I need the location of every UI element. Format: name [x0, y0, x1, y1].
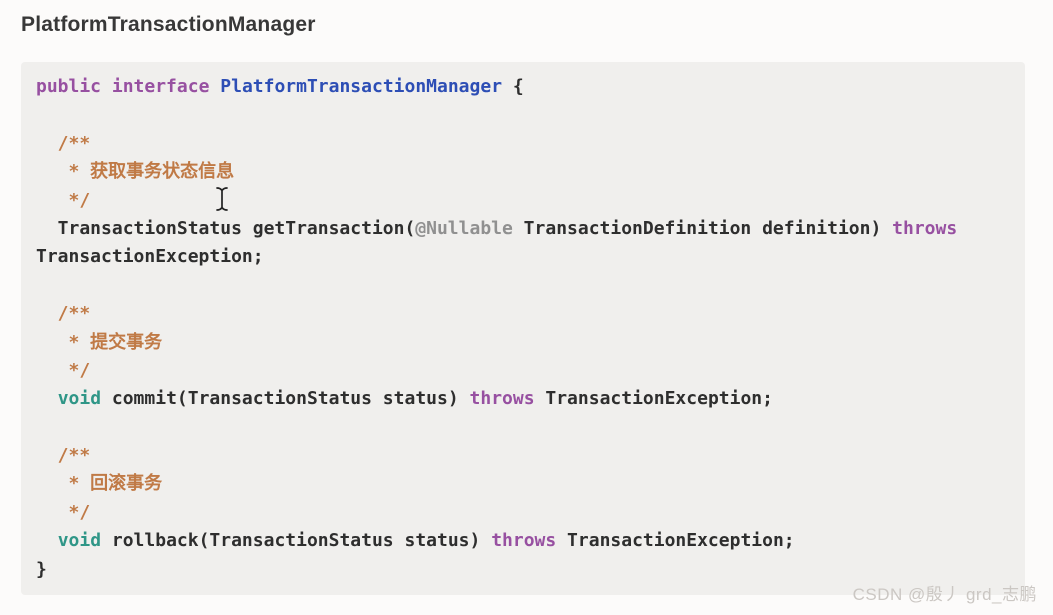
code-line: /** [36, 130, 1010, 158]
code-token-plain [209, 76, 220, 97]
code-line [36, 272, 1010, 300]
code-token-plain: rollback(TransactionStatus status) [101, 530, 492, 552]
code-token-plain: { [502, 76, 524, 97]
code-token-comment: * 回滚事务 [36, 473, 163, 495]
code-token-keyword: interface [111, 76, 210, 97]
code-token-plain: TransactionException; [36, 246, 264, 268]
code-token-plain: TransactionStatus getTransaction( [36, 217, 416, 239]
code-line: TransactionException; [36, 243, 1010, 271]
code-line [36, 101, 1010, 129]
code-line: * 回滚事务 [36, 470, 1010, 498]
code-line: void commit(TransactionStatus status) th… [36, 385, 1010, 413]
code-token-plain [101, 76, 112, 97]
code-token-keyword: throws [892, 217, 958, 239]
code-token-annotation: @Nullable [415, 217, 513, 239]
code-line: /** [36, 442, 1010, 470]
code-token-comment: * 提交事务 [36, 331, 163, 353]
code-line: */ [36, 499, 1010, 527]
code-token-keyword: public [36, 76, 102, 97]
code-token-comment: /** [36, 303, 91, 325]
code-line: public interface PlatformTransactionMana… [36, 73, 1010, 101]
code-token-comment: */ [36, 501, 91, 523]
code-token-plain: TransactionDefinition definition) [512, 217, 893, 239]
code-token-builtin: void [57, 388, 102, 410]
code-block[interactable]: public interface PlatformTransactionMana… [21, 62, 1025, 595]
code-token-comment: */ [36, 359, 91, 381]
code-token-plain: commit(TransactionStatus status) [101, 388, 470, 410]
code-token-plain: TransactionException; [556, 530, 795, 552]
code-token-keyword: throws [469, 388, 535, 410]
code-line: */ [36, 357, 1010, 385]
code-token-class_name: PlatformTransactionManager [220, 76, 503, 97]
code-token-keyword: throws [491, 530, 557, 552]
code-token-plain: TransactionException; [534, 388, 773, 410]
code-line: */ [36, 187, 1010, 215]
code-token-builtin: void [57, 530, 102, 552]
code-line: void rollback(TransactionStatus status) … [36, 527, 1010, 555]
code-line: * 获取事务状态信息 [36, 158, 1010, 186]
code-token-plain: } [36, 558, 47, 580]
code-token-plain [36, 530, 58, 551]
code-line: TransactionStatus getTransaction(@Nullab… [36, 215, 1010, 243]
code-line: /** [36, 300, 1010, 328]
code-line: * 提交事务 [36, 329, 1010, 357]
code-token-comment: */ [36, 189, 91, 211]
code-line: } [36, 556, 1010, 584]
code-token-plain [36, 388, 58, 409]
code-token-comment: /** [36, 445, 91, 467]
code-token-comment: /** [36, 132, 91, 154]
watermark: CSDN @殷丿 grd_志鹏 [852, 585, 1037, 604]
code-token-comment: * 获取事务状态信息 [36, 161, 235, 183]
code-line [36, 414, 1010, 442]
code-lines: public interface PlatformTransactionMana… [21, 62, 1025, 595]
page-title: PlatformTransactionManager [21, 13, 316, 36]
